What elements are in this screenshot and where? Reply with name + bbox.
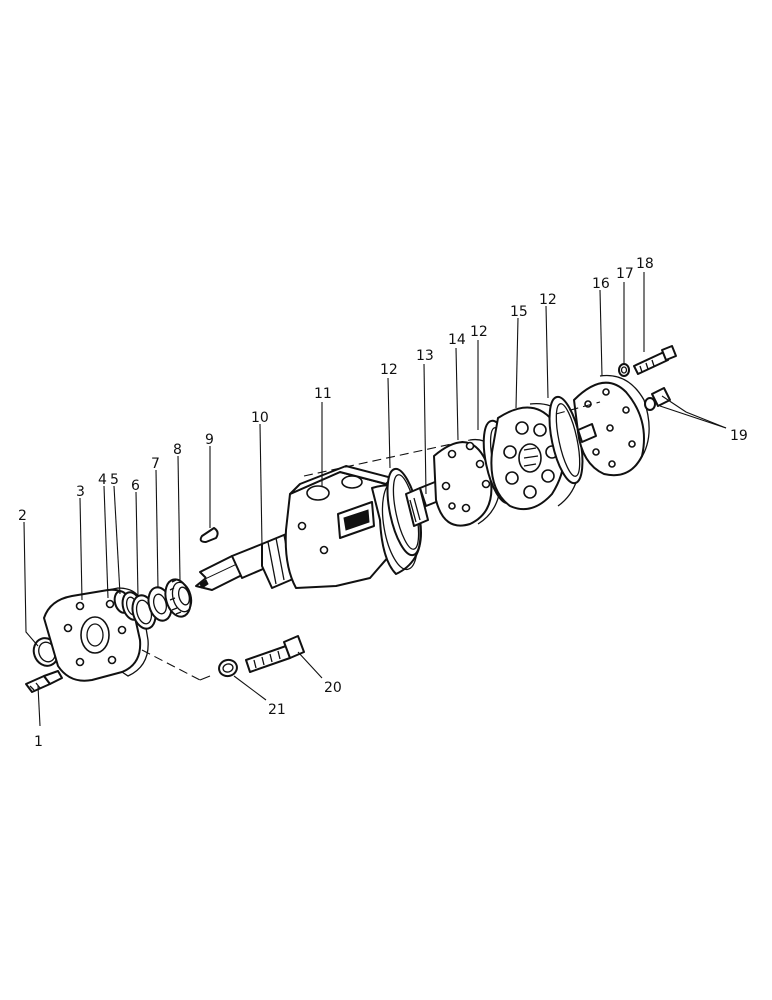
callout-9: 9 (205, 432, 214, 448)
part-12-seal-ring-c (548, 395, 584, 485)
callout-19: 19 (730, 428, 748, 444)
part-19-plug (644, 387, 671, 411)
callout-1: 1 (34, 734, 43, 750)
callout-15: 15 (510, 304, 528, 320)
part-16-end-cover (573, 374, 650, 477)
callout-6: 6 (131, 478, 140, 494)
assembly-line-cover (555, 401, 601, 415)
callout-3: 3 (76, 484, 85, 500)
callout-12b: 12 (470, 324, 488, 340)
part-3-flange (43, 587, 149, 682)
callout-18: 18 (636, 256, 654, 272)
part-21-washer (218, 658, 238, 678)
callout-2: 2 (18, 508, 27, 524)
callout-5: 5 (110, 472, 119, 488)
part-14-valve-plate (433, 438, 502, 527)
part-1-bolt (25, 670, 63, 693)
callout-8: 8 (173, 442, 182, 458)
callout-labels: 1 2 3 4 5 6 7 8 9 10 11 12 13 14 12 15 1… (18, 256, 748, 750)
leader-lines (23, 272, 727, 727)
part-18-bolt (633, 345, 677, 375)
callout-4: 4 (98, 472, 107, 488)
part-9-key (199, 527, 219, 543)
callout-14: 14 (448, 332, 466, 348)
part-15-gerotor-set (490, 403, 581, 510)
callout-17: 17 (616, 266, 634, 282)
callout-12c: 12 (539, 292, 557, 308)
assembly-line-flange (141, 649, 201, 681)
part-20-bolt (245, 635, 305, 673)
callout-20: 20 (324, 680, 342, 696)
part-8-bearing (164, 578, 193, 618)
callout-21: 21 (268, 702, 286, 718)
part-17-washer (618, 363, 630, 377)
callout-13: 13 (416, 348, 434, 364)
callout-10: 10 (251, 410, 269, 426)
assembly-line-shaft (303, 439, 471, 477)
callout-11: 11 (314, 386, 332, 402)
callout-12a: 12 (380, 362, 398, 378)
callout-16: 16 (592, 276, 610, 292)
callout-7: 7 (151, 456, 160, 472)
